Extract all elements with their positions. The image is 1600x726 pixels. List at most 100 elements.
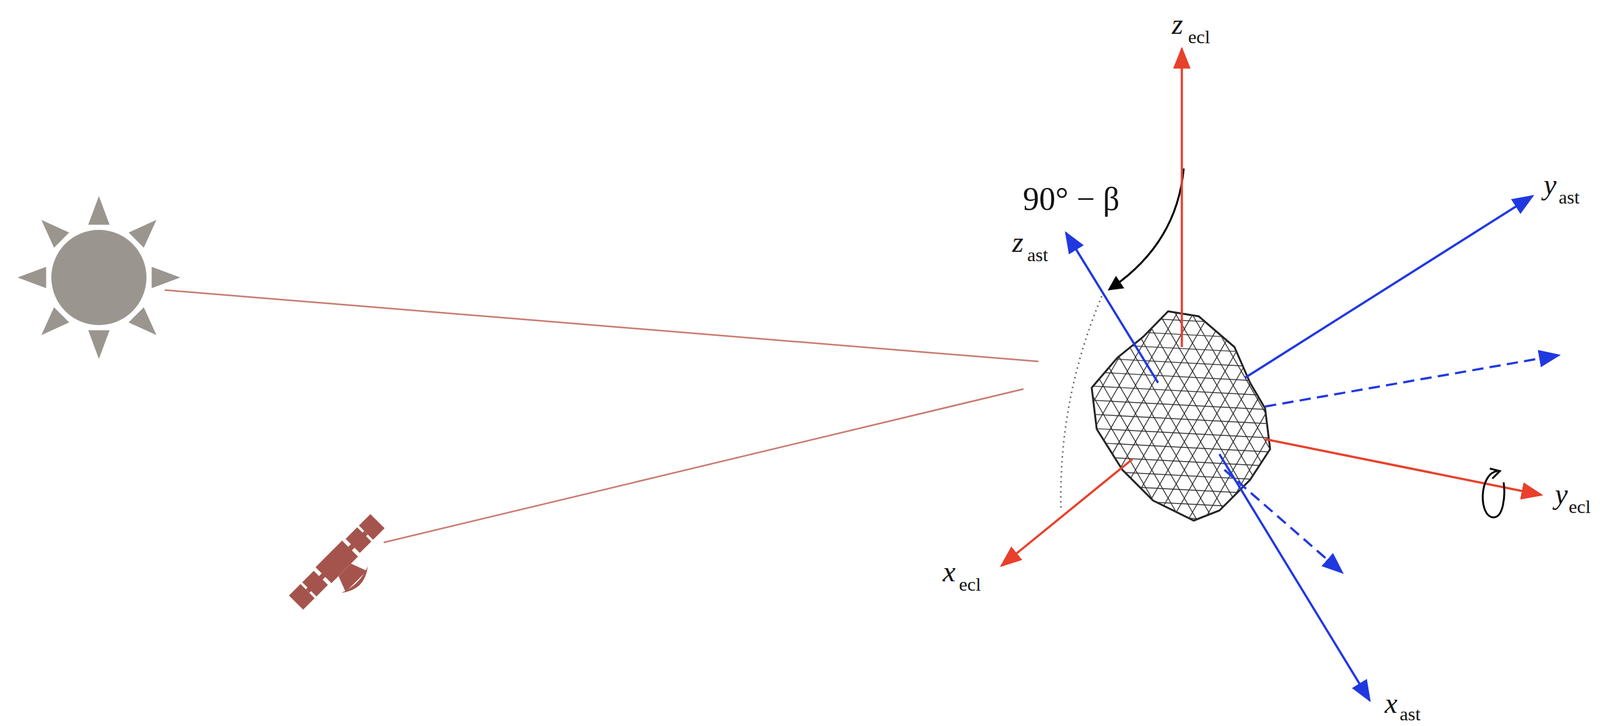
mesh-edge bbox=[1216, 300, 1351, 533]
mesh-edge bbox=[1076, 427, 1290, 439]
mesh-edge bbox=[1164, 300, 1299, 533]
mesh-edge bbox=[1493, 300, 1600, 533]
mesh-edge bbox=[989, 300, 1124, 533]
mesh-edge bbox=[907, 300, 1042, 533]
sun-icon bbox=[17, 195, 181, 359]
mesh-edge bbox=[1076, 483, 1290, 496]
mesh-edge bbox=[1076, 343, 1290, 355]
mesh-edge bbox=[1076, 314, 1290, 327]
mesh-edge bbox=[1310, 300, 1445, 533]
sun-ray bbox=[88, 329, 110, 359]
mesh-edge bbox=[903, 300, 1038, 533]
mesh-edge bbox=[923, 300, 1058, 533]
mesh-edge bbox=[1148, 300, 1283, 533]
mesh-edge bbox=[1249, 300, 1384, 533]
satellite-icon bbox=[287, 512, 401, 626]
asteroid-mesh bbox=[692, 300, 1600, 538]
sun-ray bbox=[128, 219, 157, 248]
mesh-edge bbox=[871, 300, 1006, 533]
axis-label: z bbox=[1012, 227, 1024, 257]
mesh-edge bbox=[985, 300, 1120, 533]
mesh-edge bbox=[1086, 300, 1221, 533]
mesh-edge bbox=[920, 300, 1055, 533]
mesh-edge bbox=[1076, 371, 1290, 383]
mesh-edge bbox=[1213, 300, 1348, 533]
axis-label: z bbox=[1171, 10, 1184, 39]
mesh-edge bbox=[1395, 300, 1530, 533]
mesh-edge bbox=[858, 300, 993, 533]
mesh-edge bbox=[1180, 300, 1315, 533]
mesh-edge bbox=[741, 300, 876, 533]
mesh-edge bbox=[1076, 525, 1290, 538]
mesh-edge bbox=[1070, 300, 1205, 533]
axis-subscript: ecl bbox=[1188, 27, 1211, 47]
mesh-edge bbox=[855, 300, 990, 533]
mesh-edge bbox=[1359, 300, 1494, 533]
mesh-edge bbox=[1066, 300, 1201, 533]
sun-line bbox=[164, 289, 1039, 362]
mesh-edge bbox=[1037, 300, 1172, 533]
sun-ray bbox=[128, 307, 157, 335]
mesh-edge bbox=[826, 300, 961, 533]
axis-label: y bbox=[1554, 479, 1568, 509]
mesh-edge bbox=[1135, 300, 1270, 533]
mesh-edge bbox=[1330, 300, 1465, 533]
rotation-symbol bbox=[1482, 468, 1505, 518]
sun-ray bbox=[41, 307, 69, 335]
mesh-edge bbox=[1102, 300, 1237, 533]
mesh-edge bbox=[1298, 300, 1433, 533]
mesh-edge bbox=[1327, 300, 1462, 533]
mesh-edge bbox=[724, 300, 859, 533]
angle-arrow bbox=[1109, 168, 1184, 290]
mesh-edge bbox=[1343, 300, 1478, 533]
mesh-edge bbox=[1278, 300, 1413, 533]
mesh-edge bbox=[1054, 300, 1189, 533]
dotted-arc bbox=[1061, 296, 1102, 511]
mesh-edge bbox=[1021, 300, 1156, 533]
mesh-edge bbox=[1294, 300, 1429, 533]
mesh-edge bbox=[708, 300, 843, 533]
mesh-edge bbox=[1082, 300, 1217, 533]
mesh-edge bbox=[1477, 300, 1600, 533]
mesh-edge bbox=[1229, 300, 1364, 533]
sun-ray bbox=[17, 266, 47, 288]
axis-subscript: ast bbox=[1558, 187, 1580, 207]
ecliptic-axes bbox=[1001, 48, 1542, 566]
mesh-edge bbox=[1379, 300, 1514, 533]
mesh-edge bbox=[1444, 300, 1579, 533]
mesh-edge bbox=[1151, 300, 1286, 533]
mesh-edge bbox=[1314, 300, 1449, 533]
sun-ray bbox=[151, 266, 181, 288]
mesh-edge bbox=[1184, 300, 1319, 533]
mesh-edge bbox=[891, 300, 1026, 533]
mesh-edge bbox=[1509, 300, 1600, 533]
mesh-edge bbox=[1526, 300, 1600, 533]
mesh-edge bbox=[1428, 300, 1563, 533]
mesh-edge bbox=[1200, 300, 1335, 533]
mesh-edge bbox=[936, 300, 1071, 533]
mesh-edge bbox=[692, 300, 827, 533]
axis-label: x bbox=[942, 557, 956, 586]
mesh-edge bbox=[1099, 300, 1234, 533]
mesh-edge bbox=[1392, 300, 1527, 533]
mesh-edge bbox=[773, 300, 908, 533]
mesh-edge bbox=[1001, 300, 1136, 533]
mesh-edge bbox=[875, 300, 1010, 533]
asteroid-axes bbox=[1066, 195, 1559, 700]
mesh-edge bbox=[1461, 300, 1595, 533]
mesh-edge bbox=[887, 300, 1022, 533]
mesh-edge bbox=[1034, 300, 1169, 533]
mesh-edge bbox=[1282, 300, 1416, 533]
sun-ray bbox=[41, 219, 69, 248]
mesh-edge bbox=[1363, 300, 1498, 533]
axis-label: y bbox=[1543, 170, 1557, 200]
angle-label: 90° − β bbox=[1022, 182, 1120, 216]
mesh-edge bbox=[757, 300, 892, 533]
mesh-edge bbox=[1375, 300, 1510, 533]
mesh-edge bbox=[1412, 300, 1547, 533]
mesh-edge bbox=[1050, 300, 1185, 533]
mesh-edge bbox=[940, 300, 1075, 533]
sun-ray bbox=[88, 195, 110, 225]
mesh-edge bbox=[822, 300, 957, 533]
